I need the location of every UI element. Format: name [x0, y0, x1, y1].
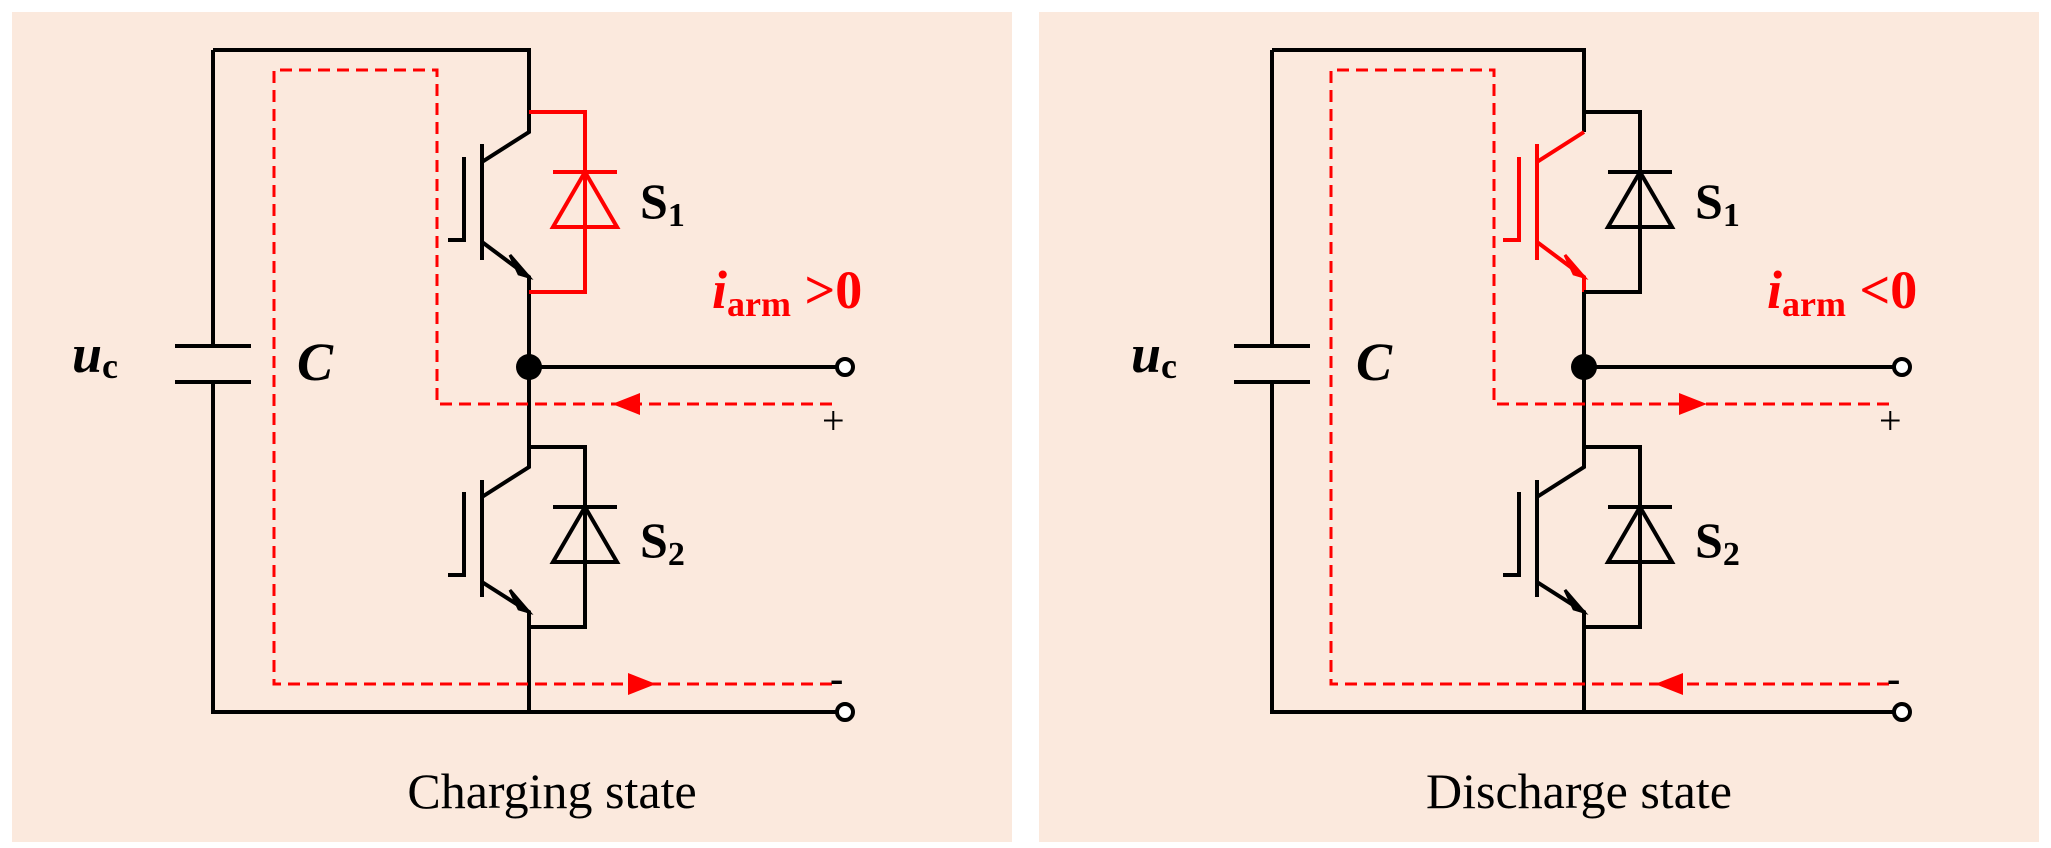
- caption: Discharge state: [1426, 763, 1732, 819]
- current-path: [272, 68, 832, 686]
- diode-S2: [529, 445, 621, 629]
- bottom-rail-wire: [211, 382, 837, 714]
- capacitor-label: C: [297, 332, 334, 392]
- current-path: [1329, 68, 1889, 686]
- switch2-label: S2: [640, 512, 685, 573]
- minus-terminal: [835, 702, 855, 722]
- igbt-S2: [1503, 447, 1589, 627]
- switch1-label: S1: [640, 173, 685, 234]
- charging-state-panel: uc C S1 S2 iarm >0 + - Charging state: [12, 12, 1012, 842]
- switch1-label: S1: [1695, 173, 1740, 234]
- switch2-label: S2: [1695, 512, 1740, 573]
- caption: Charging state: [407, 763, 696, 819]
- discharge-state-panel: uc C S1 S2 iarm <0 + - Discharge state: [1039, 12, 2039, 842]
- igbt-S1: [448, 112, 534, 292]
- midpoint-node: [1571, 354, 1597, 380]
- current-arrow-top: [1679, 393, 1707, 415]
- discharge-circuit-diagram: uc C S1 S2 iarm <0 + - Discharge state: [1039, 12, 2039, 842]
- bottom-rail-wire: [1270, 382, 1894, 714]
- midpoint-node: [516, 354, 542, 380]
- igbt-S1: [1503, 112, 1589, 292]
- igbt-S2: [448, 447, 534, 627]
- top-rail-wire: [213, 48, 531, 112]
- voltage-label: uc: [72, 324, 118, 386]
- plus-terminal: [835, 357, 855, 377]
- plus-sign: +: [1879, 398, 1902, 443]
- diode-S1: [1584, 110, 1676, 294]
- current-condition-label: iarm <0: [1767, 260, 1917, 324]
- top-rail-wire: [1272, 48, 1586, 112]
- diode-S1: [529, 110, 621, 294]
- plus-sign: +: [822, 398, 845, 443]
- minus-sign: -: [830, 656, 843, 701]
- current-arrow-top: [612, 393, 640, 415]
- diode-S2: [1584, 445, 1676, 629]
- charging-circuit-diagram: uc C S1 S2 iarm >0 + - Charging state: [12, 12, 1012, 842]
- minus-sign: -: [1887, 656, 1900, 701]
- minus-terminal: [1892, 702, 1912, 722]
- capacitor-label: C: [1356, 332, 1393, 392]
- current-condition-label: iarm >0: [712, 260, 862, 324]
- panel-background: [12, 12, 1012, 842]
- plus-terminal: [1892, 357, 1912, 377]
- current-arrow-bottom: [1655, 673, 1683, 695]
- capacitor: [175, 344, 251, 384]
- voltage-label: uc: [1131, 324, 1177, 386]
- current-arrow-bottom: [628, 673, 656, 695]
- capacitor: [1234, 344, 1310, 384]
